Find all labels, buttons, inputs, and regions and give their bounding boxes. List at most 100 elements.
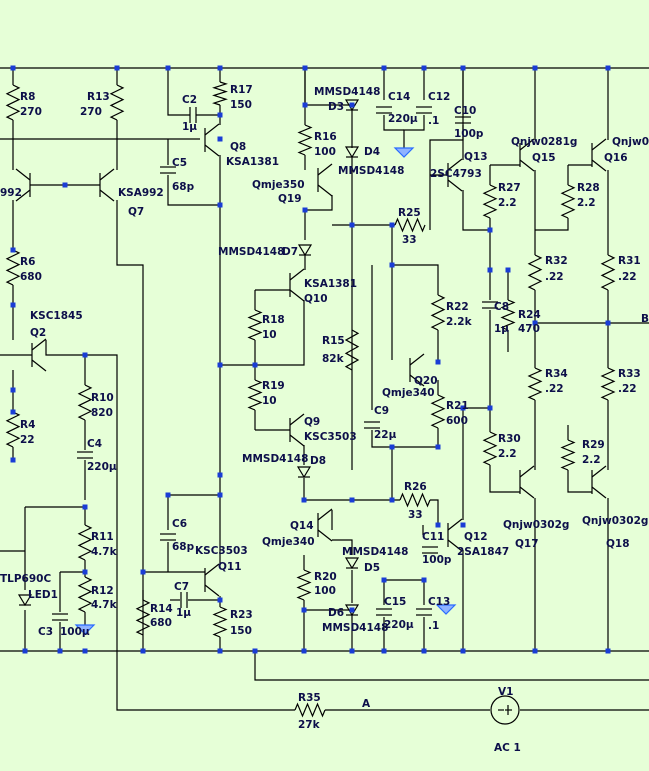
c12-capacitor: [416, 106, 432, 114]
label-q10: Q10: [304, 293, 328, 305]
label-r12-value: 4.7k: [91, 599, 118, 611]
junction-dot: [10, 65, 16, 71]
junction-dot: [349, 222, 355, 228]
label-c5-value: 68p: [172, 181, 195, 193]
junction-dot: [389, 222, 395, 228]
junction-dot: [82, 569, 88, 575]
junction-dot: [487, 227, 493, 233]
label-r27: R27: [498, 182, 521, 194]
q17-transistor: [519, 465, 535, 499]
r20-resistor: [296, 569, 312, 601]
c11-capacitor: [422, 546, 438, 554]
junction-dot: [389, 444, 395, 450]
label-c2-value: 1µ: [182, 121, 197, 133]
label-r25-value: 33: [402, 234, 417, 246]
q6-transistor: [15, 168, 31, 202]
label-c11-value: 100p: [422, 554, 452, 566]
r6-resistor: [5, 249, 21, 286]
junction-dot: [165, 65, 171, 71]
label-r10-value: 820: [91, 407, 113, 419]
label-q17-type: Qnjw0302g: [503, 519, 569, 531]
r30-resistor: [482, 431, 498, 466]
label-r16-value: 100: [314, 146, 336, 158]
label-c8-value: 1µ: [494, 323, 509, 335]
r8-resistor: [5, 84, 21, 121]
label-r20: R20: [314, 571, 337, 583]
r4-resistor: [5, 411, 21, 448]
label-r20-value: 100: [314, 585, 336, 597]
label-q2: Q2: [30, 327, 46, 339]
label-r18-value: 10: [262, 329, 277, 341]
label-d3: D3: [328, 101, 344, 113]
q11-transistor: [204, 563, 220, 597]
wire: [167, 68, 190, 116]
junction-dot: [217, 202, 223, 208]
label-q8: Q8: [230, 141, 246, 153]
junction-dot: [217, 648, 223, 654]
wire: [371, 430, 392, 448]
label-q20: Q20: [414, 375, 438, 387]
wire: [567, 470, 592, 493]
r31-resistor: [600, 254, 616, 291]
ground-icon: [393, 147, 415, 158]
wire: [168, 475, 221, 496]
c15-capacitor: [376, 608, 392, 616]
q9-transistor: [289, 413, 305, 447]
r10-resistor: [77, 384, 93, 421]
wire: [535, 218, 569, 231]
c3-capacitor: [52, 613, 68, 621]
label-q13: Q13: [464, 151, 488, 163]
label-q10-type: KSA1381: [304, 278, 357, 290]
junction-dot: [435, 444, 441, 450]
label-q7-type: KSA992: [118, 187, 164, 199]
junction-dot: [217, 492, 223, 498]
c4-capacitor: [77, 451, 93, 459]
label-q13-type: 2SC4793: [430, 168, 482, 180]
label-r28-value: 2.2: [577, 197, 596, 209]
d7-diode: [297, 244, 313, 257]
junction-dot: [389, 262, 395, 268]
junction-dot: [82, 352, 88, 358]
label-d8: D8: [310, 455, 326, 467]
label-r34: R34: [545, 368, 568, 380]
junction-dot: [460, 648, 466, 654]
junction-dot: [57, 648, 63, 654]
junction-dot: [605, 320, 611, 326]
label-c14-value: 220µ: [388, 113, 418, 125]
label-c2: C2: [182, 94, 197, 106]
label-r22-value: 2.2k: [446, 316, 473, 328]
label-v1: V1: [498, 686, 513, 698]
c5-capacitor: [160, 166, 176, 174]
junction-dot: [487, 267, 493, 273]
c8-capacitor: [482, 301, 498, 309]
junction-dot: [217, 597, 223, 603]
label-q18-type: Qnjw0302g: [582, 515, 648, 527]
junction-dot: [10, 387, 16, 393]
label-r30: R30: [498, 433, 521, 445]
label-c11: C11: [422, 531, 444, 543]
wire: [489, 465, 520, 493]
label-r34-value: .22: [545, 383, 564, 395]
label-q15-type: Qnjw0281g: [511, 136, 577, 148]
q19-transistor: [317, 163, 333, 197]
label-q18: Q18: [606, 538, 630, 550]
label-r26-value: 33: [408, 509, 423, 521]
junction-dot: [217, 112, 223, 118]
r23-resistor: [212, 606, 228, 638]
wire: [403, 115, 425, 148]
wire: [332, 539, 353, 555]
d3-diode: [344, 99, 360, 112]
wire: [430, 499, 439, 525]
junction-dot: [82, 504, 88, 510]
d4-diode: [344, 146, 360, 159]
junction-dot: [381, 648, 387, 654]
junction-dot: [301, 497, 307, 503]
wire: [304, 195, 333, 240]
junction-dot: [217, 362, 223, 368]
junction-dot: [532, 65, 538, 71]
label-q6-type: 992: [0, 187, 22, 199]
v1-source-icon: [490, 695, 520, 725]
r11-resistor: [77, 524, 93, 561]
label-q12-type: 2SA1847: [457, 546, 509, 558]
